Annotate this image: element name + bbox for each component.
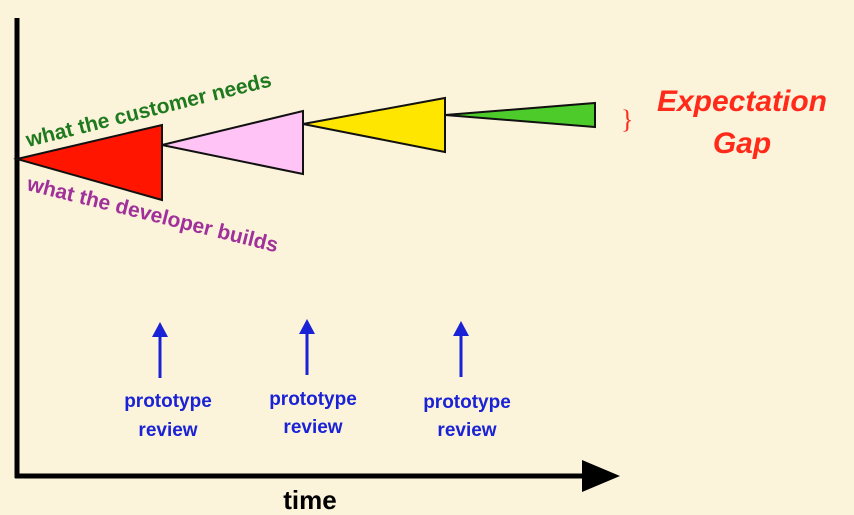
stage-2-wedge	[161, 109, 304, 176]
gap-brace-icon: }	[621, 105, 633, 134]
x-axis-arrowhead	[582, 460, 620, 492]
review-1-line2: review	[138, 420, 197, 441]
expectation-gap-line2: Gap	[713, 127, 771, 160]
stage-3-wedge	[302, 96, 446, 154]
review-arrow-3	[453, 321, 469, 377]
stage-4-wedge	[444, 101, 596, 129]
review-arrow-2	[299, 319, 315, 375]
review-arrow-1	[152, 322, 168, 378]
review-3-line1: prototype	[423, 392, 511, 413]
review-2-line2: review	[283, 417, 342, 438]
review-1-line1: prototype	[124, 391, 212, 412]
review-2-line1: prototype	[269, 389, 357, 410]
expectation-gap-line1: Expectation	[657, 85, 827, 118]
x-axis-label: time	[283, 485, 336, 515]
review-3-line2: review	[437, 420, 496, 441]
stage-1-wedge	[13, 123, 163, 202]
